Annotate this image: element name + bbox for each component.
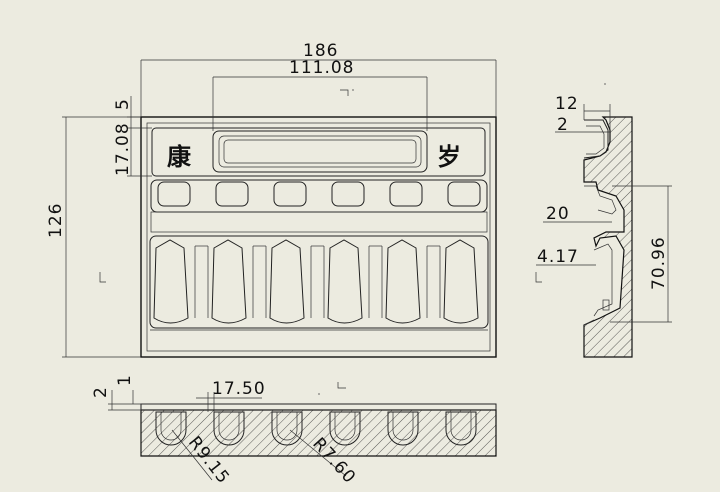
- label-char-left: 康: [167, 143, 192, 171]
- side-view: [535, 116, 633, 358]
- dim-top-offset: 5: [113, 98, 133, 110]
- dim-bottom-offset-1: 1: [115, 374, 135, 386]
- cap-pockets: [157, 181, 481, 207]
- label-slot: [212, 130, 428, 173]
- tray-outline: [140, 116, 497, 358]
- dim-label-height: 17.08: [113, 122, 133, 176]
- dim-pocket-pitch: 17.50: [212, 379, 266, 399]
- dim-overall-width: 186: [303, 41, 338, 61]
- drawing-marks: [318, 83, 606, 395]
- dim-bottom-offset-2: 2: [91, 386, 111, 398]
- side-dimensions: 12 2 20 4.17 70.96: [536, 94, 672, 323]
- dim-overall-height: 126: [46, 203, 66, 238]
- dim-label-width: 111.08: [289, 58, 354, 78]
- vial-pockets: [153, 239, 479, 324]
- label-char-right: 岁: [437, 143, 461, 171]
- front-view: 康 岁: [99, 89, 497, 358]
- section-view: [140, 382, 497, 457]
- dim-side-rib: 20: [546, 204, 570, 224]
- front-dimensions: 186 111.08 126 5 17.08: [46, 41, 497, 358]
- dim-side-step: 2: [557, 115, 569, 135]
- dim-side-thickness: 12: [555, 94, 579, 114]
- dim-side-span: 70.96: [649, 236, 669, 290]
- dim-side-depth: 4.17: [537, 247, 579, 267]
